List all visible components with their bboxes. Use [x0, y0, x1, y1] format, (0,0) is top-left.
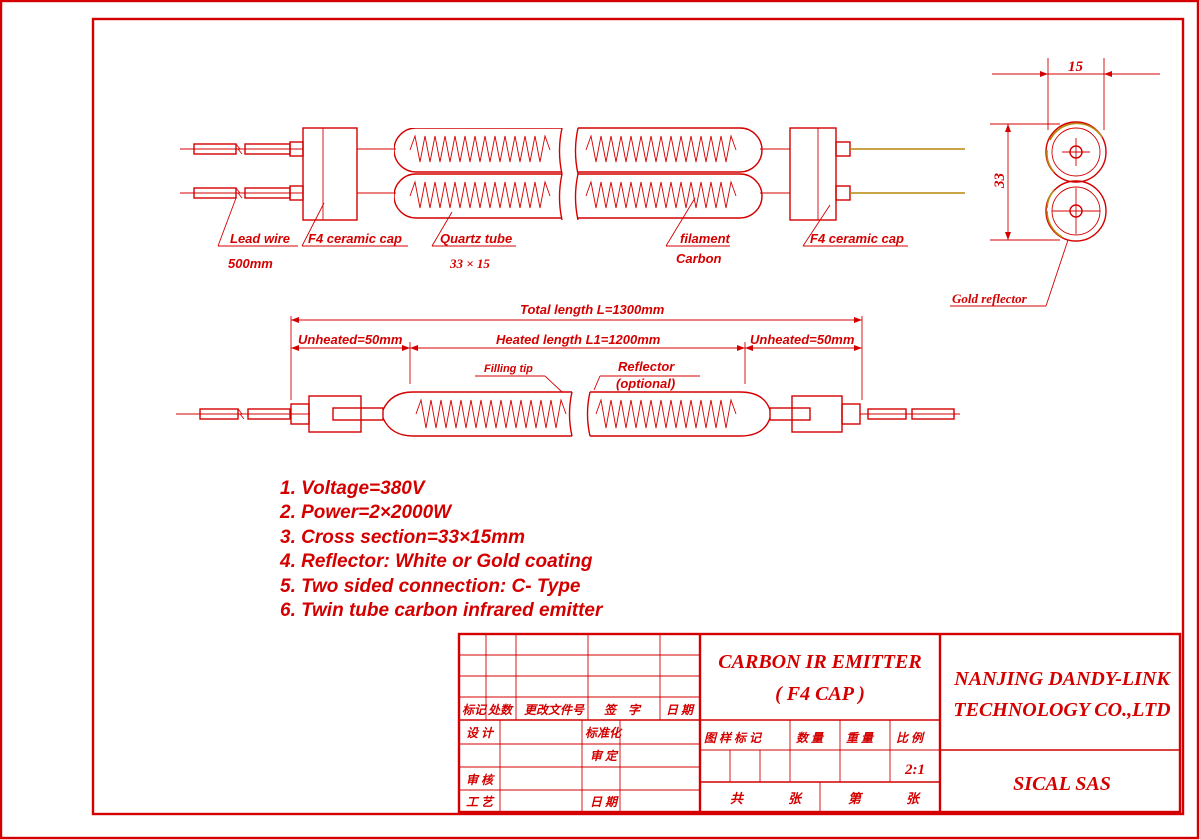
left-f4-cap [289, 127, 396, 221]
client-name: SICAL SAS [1013, 773, 1111, 795]
left-label: 设 计 [466, 726, 495, 740]
quartz-dim-label: 33 × 15 [449, 256, 490, 271]
info-header: 数 量 [796, 731, 825, 745]
info-header: 重 量 [846, 731, 875, 745]
right-f4-cap [760, 127, 851, 221]
rev-header: 更改文件号 [524, 703, 585, 717]
spec-item: 1. Voltage=380V [280, 478, 426, 499]
total-length-label: Total length L=1300mm [520, 302, 665, 317]
filament-coil [585, 180, 737, 209]
spec-item: 5. Two sided connection: C- Type [280, 576, 581, 597]
quartz-tube-label: Quartz tube [440, 231, 512, 246]
f4-cap-left-label: F4 ceramic cap [308, 231, 402, 246]
footer-label: 张 [788, 791, 803, 806]
left-label: 工 艺 [466, 795, 495, 809]
mid-label: 审 定 [590, 749, 619, 763]
left-label: 审 核 [466, 773, 495, 787]
company-name-2: TECHNOLOGY CO.,LTD [953, 699, 1170, 721]
lead-length-label: 500mm [228, 256, 273, 271]
unheated-left-label: Unheated=50mm [298, 332, 403, 347]
drawing-border [91, 17, 1185, 816]
dim-15-label: 15 [1068, 59, 1084, 75]
carbon-label: Carbon [676, 251, 722, 266]
spec-list: 1. Voltage=380V 2. Power=2×2000W 3. Cros… [279, 478, 604, 621]
f4-cap-right-label: F4 ceramic cap [810, 231, 904, 246]
unheated-right-label: Unheated=50mm [750, 332, 855, 347]
company-name: NANJING DANDY-LINK [953, 668, 1171, 690]
filament-coil [409, 180, 551, 209]
spec-item: 2. Power=2×2000W [279, 502, 453, 523]
filling-tip-label: Filling tip [484, 363, 533, 375]
info-header: 比 例 [896, 731, 925, 745]
rev-header: 签 字 [604, 703, 642, 717]
spec-item: 4. Reflector: White or Gold coating [279, 551, 593, 572]
drawing-title: CARBON IR EMITTER [718, 651, 921, 673]
reflector-label: Reflector [618, 359, 675, 374]
right-lead-wires [850, 148, 965, 194]
footer-label: 第 [848, 791, 864, 806]
lead-wire-label: Lead wire [230, 231, 290, 246]
filament-coil [409, 134, 551, 163]
heated-length-label: Heated length L1=1200mm [496, 332, 661, 347]
quartz-tube-left [394, 127, 563, 221]
spec-item: 3. Cross section=33×15mm [280, 527, 525, 548]
mid-label: 日 期 [590, 795, 619, 809]
filament-label: filament [680, 231, 731, 246]
cross-section [950, 58, 1160, 307]
filament-coil [415, 398, 567, 429]
left-lead-wires [180, 143, 303, 199]
mid-label: 标准化 [585, 726, 623, 740]
spec-item: 6. Twin tube carbon infrared emitter [280, 600, 604, 621]
quartz-tube-right [574, 127, 763, 221]
side-view [176, 316, 960, 437]
footer-label: 张 [906, 791, 921, 806]
optional-label: (optional) [616, 376, 675, 391]
rev-header: 标记 [462, 703, 488, 717]
dim-33-label: 33 [992, 173, 1008, 190]
info-header: 图 样 标 记 [704, 731, 763, 745]
gold-reflector-label: Gold reflector [952, 291, 1028, 306]
rev-header: 日 期 [666, 703, 695, 717]
scale-value: 2:1 [904, 762, 925, 778]
title-block [457, 632, 1182, 814]
filament-coil [585, 134, 737, 163]
filament-coil [595, 398, 737, 429]
top-view [180, 127, 965, 247]
drawing-subtitle: ( F4 CAP ) [775, 683, 865, 705]
footer-label: 共 [730, 791, 745, 806]
rev-header: 处数 [487, 703, 514, 717]
